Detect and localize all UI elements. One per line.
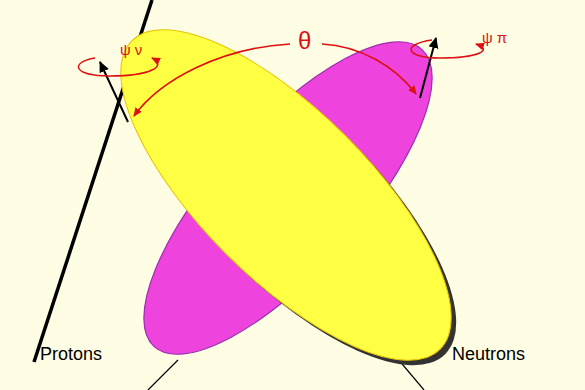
angle-arc [134, 44, 290, 116]
axis-line [148, 360, 178, 390]
rotation-loop [78, 58, 157, 76]
angle-arc [322, 44, 416, 94]
theta-label: θ [298, 28, 311, 54]
protons-label: Protons [40, 345, 102, 365]
divider-line [34, 0, 152, 362]
psi-nu-label: ψ ν [120, 42, 142, 59]
proton-ellipse [72, 0, 499, 390]
psi-pi-label: ψ π [482, 30, 507, 47]
axis-arrow [420, 38, 436, 98]
neutrons-label: Neutrons [452, 345, 525, 365]
axis-arrow [100, 62, 128, 122]
rotation-loop [411, 40, 483, 58]
